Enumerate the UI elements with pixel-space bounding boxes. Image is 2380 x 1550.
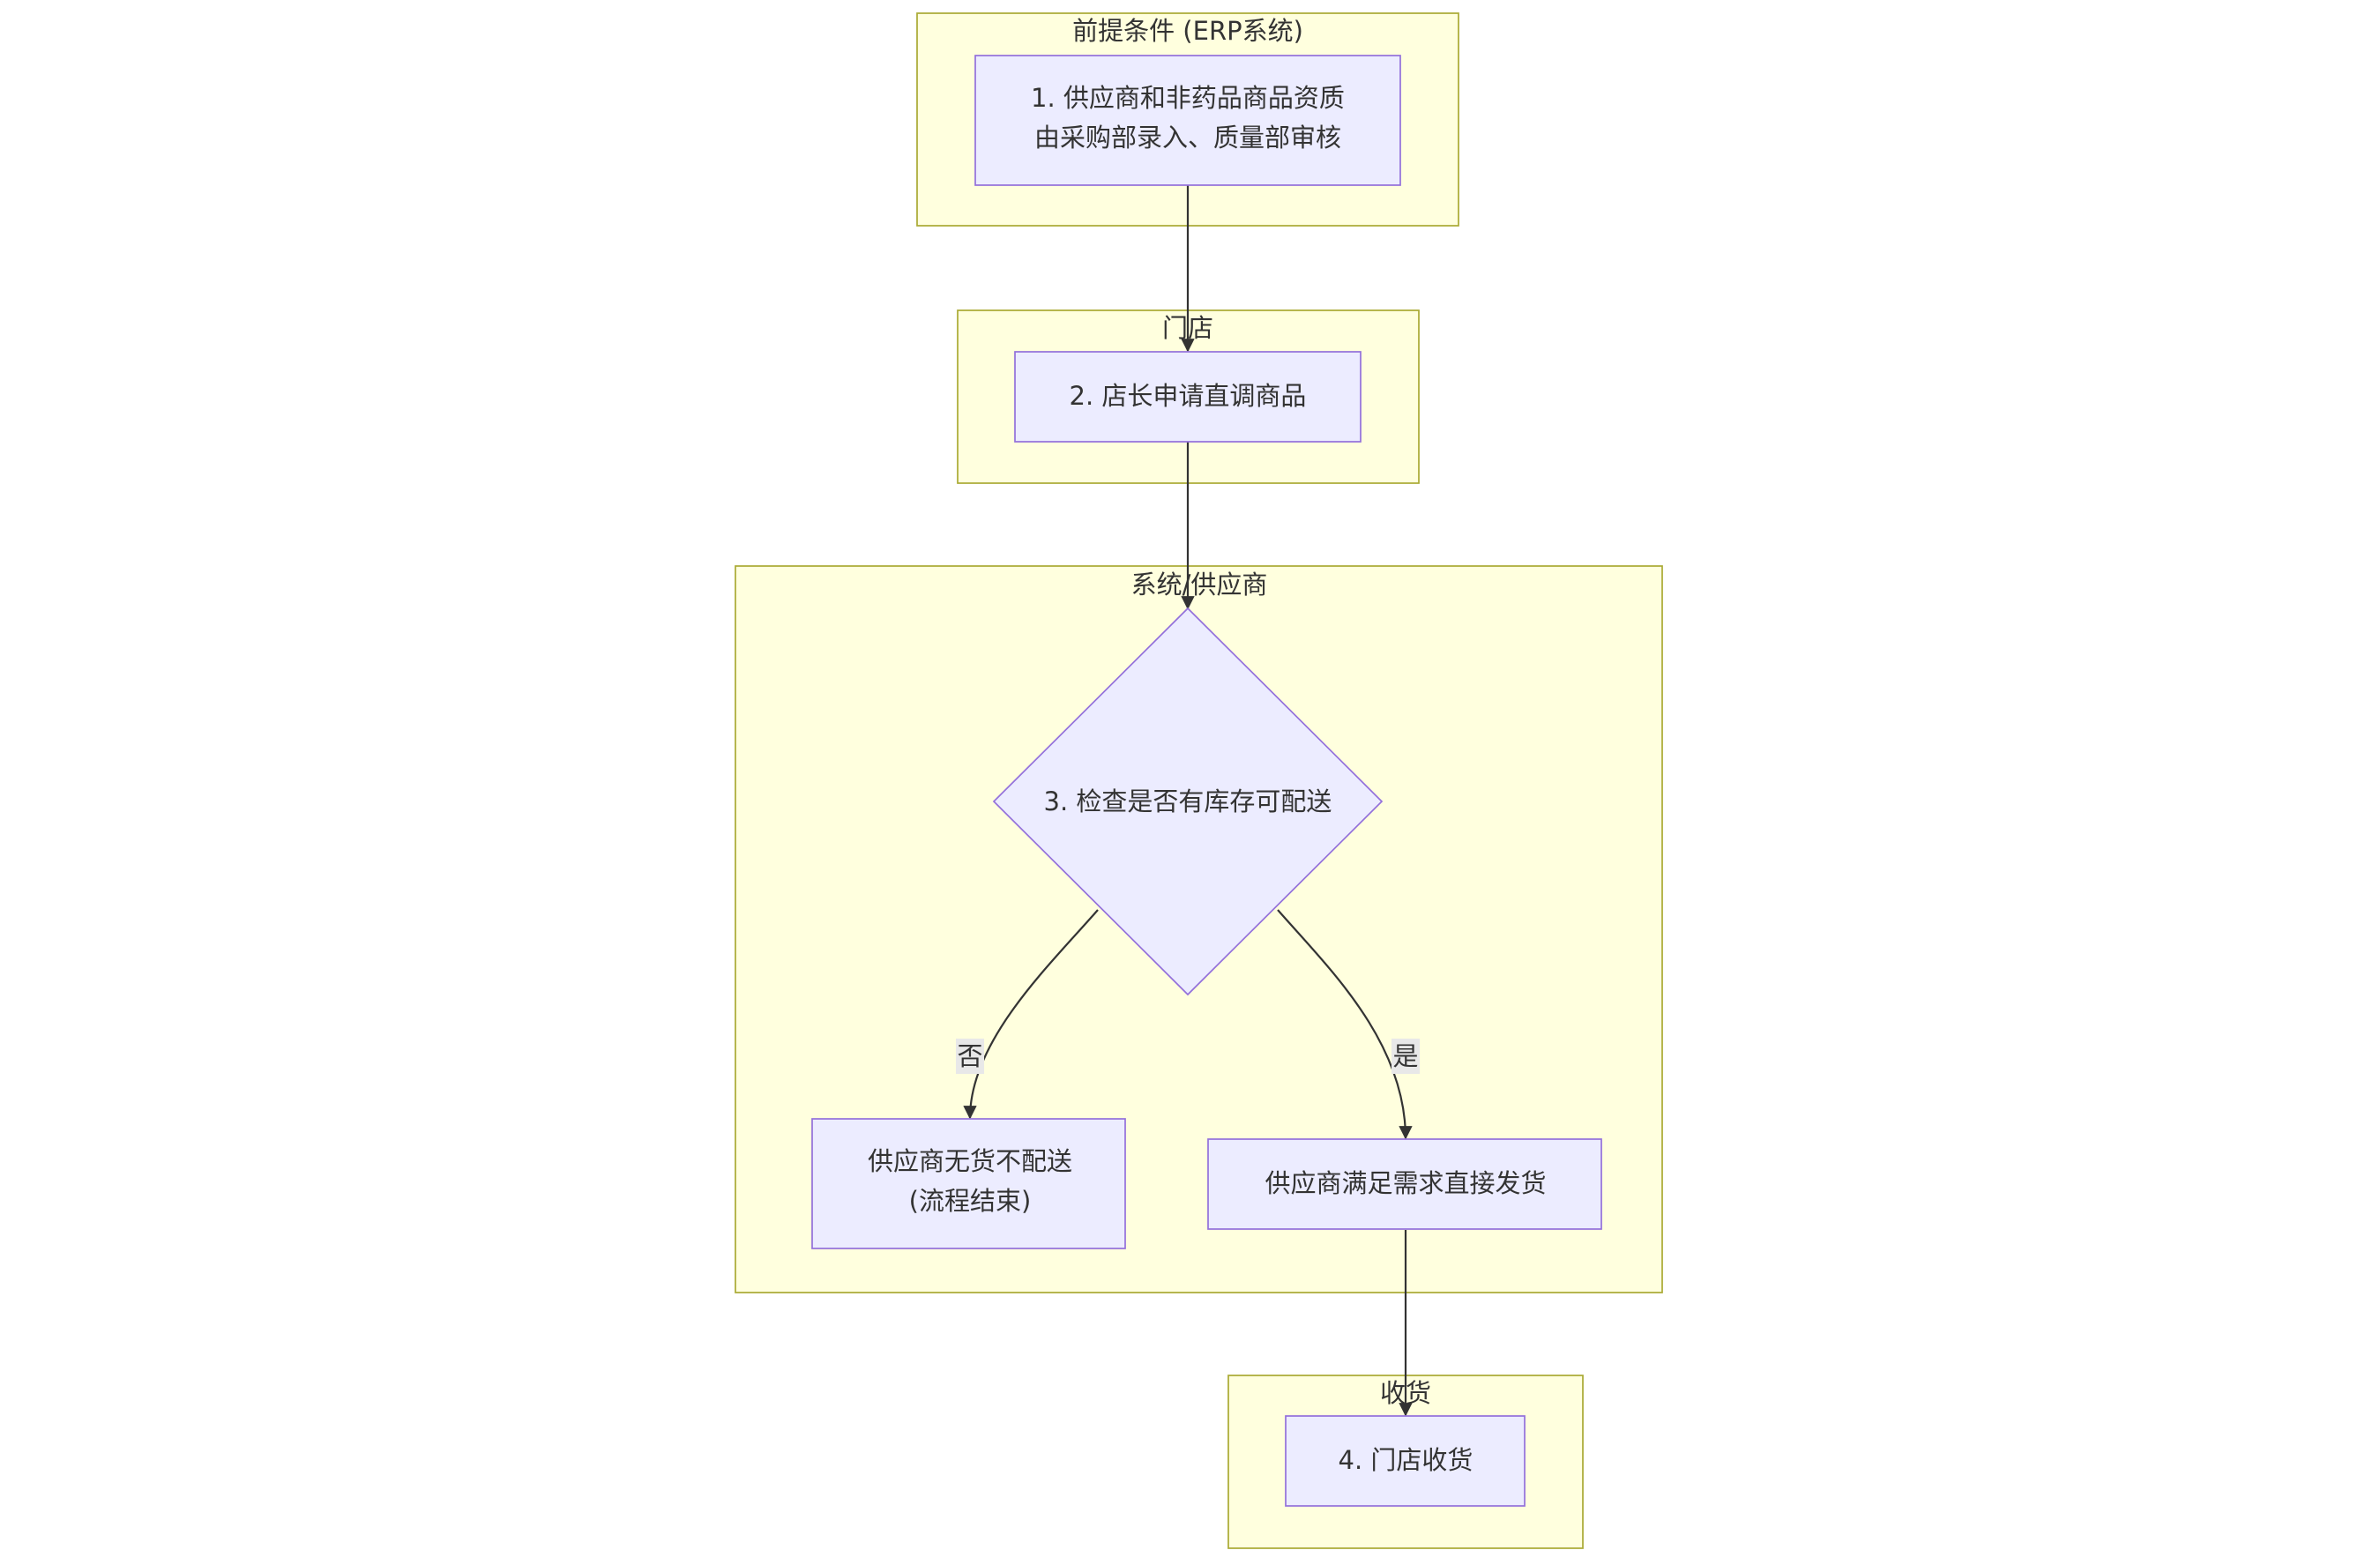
node-2-store-request: 2. 店长申请直调商品 [1014, 351, 1362, 443]
node-no-stock-line-2: (流程结束) [909, 1186, 1032, 1216]
node-1-line-2: 由采购部录入、质量部审核 [1034, 123, 1341, 153]
subgraph-system-supplier-title: 系统/供应商 [1131, 570, 1268, 600]
edges [963, 185, 1413, 1417]
node-1-qualification-entry: 1. 供应商和非药品商品资质 由采购部录入、质量部审核 [974, 55, 1401, 186]
node-supplier-ships: 供应商满足需求直接发货 [1207, 1138, 1602, 1230]
subgraph-prerequisites-title: 前提条件 (ERP系统) [1072, 16, 1303, 46]
node-1-line-1: 1. 供应商和非药品商品资质 [1031, 83, 1345, 113]
edge-label-no-text: 否 [957, 1041, 982, 1071]
edge-label-yes: 是 [1391, 1039, 1420, 1074]
node-4-line-1: 4. 门店收货 [1339, 1445, 1474, 1475]
node-2-line-1: 2. 店长申请直调商品 [1070, 381, 1307, 411]
edge-label-no: 否 [956, 1039, 984, 1074]
node-no-stock-line-1: 供应商无货不配送 [868, 1146, 1072, 1176]
node-4-store-receives: 4. 门店收货 [1285, 1415, 1526, 1507]
edge-label-yes-text: 是 [1392, 1041, 1418, 1071]
node-3-line-1: 3. 检查是否有库存可配送 [1044, 786, 1332, 816]
node-3-stock-check-decision: 3. 检查是否有库存可配送 [992, 607, 1384, 996]
node-ship-line-1: 供应商满足需求直接发货 [1265, 1168, 1546, 1198]
node-no-stock-end: 供应商无货不配送 (流程结束) [811, 1118, 1126, 1249]
edge-3-to-ship [1277, 909, 1413, 1140]
edge-3-to-no-stock [963, 909, 1099, 1120]
